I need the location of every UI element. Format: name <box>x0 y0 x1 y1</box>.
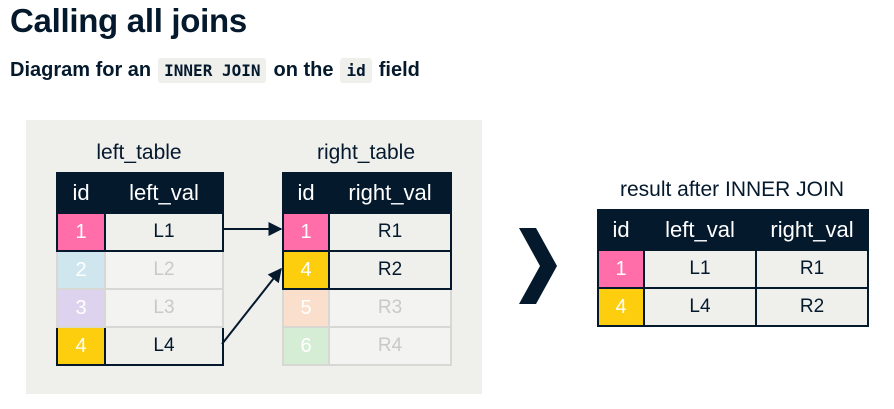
page-title: Calling all joins <box>10 2 247 39</box>
result-header-id: id <box>597 209 645 251</box>
right-row-1-id: 1 <box>282 212 330 252</box>
subtitle-field-code: id <box>340 58 372 83</box>
subtitle-before: Diagram for an <box>10 59 152 81</box>
right-row-4-id: 6 <box>282 326 330 366</box>
right-table-caption: right_table <box>316 141 416 164</box>
left-table: id left_val 1 L1 2 L2 3 L3 4 L4 <box>56 172 224 366</box>
right-row-2: 4 R2 <box>282 250 452 290</box>
right-header-id: id <box>282 172 330 214</box>
subtitle-join-code: INNER JOIN <box>158 58 267 83</box>
result-row-2: 4 L4 R2 <box>597 287 869 327</box>
left-row-3-id: 3 <box>56 288 106 328</box>
result-row-1-left-val: L1 <box>643 249 757 289</box>
result-table-caption: result after INNER JOIN <box>619 178 845 201</box>
result-row-1-id: 1 <box>597 249 645 289</box>
result-header-right-val: right_val <box>755 209 869 251</box>
right-row-4-val: R4 <box>328 326 452 366</box>
left-row-1-id: 1 <box>56 212 106 252</box>
right-row-1: 1 R1 <box>282 212 452 252</box>
result-row-2-id: 4 <box>597 287 645 327</box>
right-row-3-id: 5 <box>282 288 330 328</box>
right-row-3-val: R3 <box>328 288 452 328</box>
result-table: id left_val right_val 1 L1 R1 4 L4 R2 <box>597 209 869 327</box>
result-table-header: id left_val right_val <box>597 209 869 251</box>
right-header-val: right_val <box>328 172 452 214</box>
left-row-3-val: L3 <box>104 288 224 328</box>
left-header-id: id <box>56 172 106 214</box>
left-row-2-id: 2 <box>56 250 106 290</box>
right-row-2-val: R2 <box>328 250 452 290</box>
left-table-caption: left_table <box>96 141 182 164</box>
left-row-4-id: 4 <box>56 326 106 366</box>
right-table-header: id right_val <box>282 172 452 214</box>
left-row-4: 4 L4 <box>56 326 224 366</box>
chevron-right-icon <box>519 228 557 304</box>
right-table: id right_val 1 R1 4 R2 5 R3 6 R4 <box>282 172 452 366</box>
result-row-2-left-val: L4 <box>643 287 757 327</box>
right-row-4: 6 R4 <box>282 326 452 366</box>
left-table-header: id left_val <box>56 172 224 214</box>
subtitle-after: field <box>378 59 420 81</box>
right-row-2-id: 4 <box>282 250 330 290</box>
page-subtitle: Diagram for an INNER JOIN on the id fiel… <box>10 58 420 83</box>
result-header-left-val: left_val <box>643 209 757 251</box>
arrow-l4-to-r2 <box>221 267 282 345</box>
left-row-3: 3 L3 <box>56 288 224 328</box>
right-row-3: 5 R3 <box>282 288 452 328</box>
subtitle-middle: on the <box>273 59 334 81</box>
left-row-4-val: L4 <box>104 326 224 366</box>
result-row-1-right-val: R1 <box>755 249 869 289</box>
left-header-val: left_val <box>104 172 224 214</box>
right-row-1-val: R1 <box>328 212 452 252</box>
result-row-1: 1 L1 R1 <box>597 249 869 289</box>
left-row-2-val: L2 <box>104 250 224 290</box>
left-row-2: 2 L2 <box>56 250 224 290</box>
result-row-2-right-val: R2 <box>755 287 869 327</box>
left-row-1-val: L1 <box>104 212 224 252</box>
left-row-1: 1 L1 <box>56 212 224 252</box>
